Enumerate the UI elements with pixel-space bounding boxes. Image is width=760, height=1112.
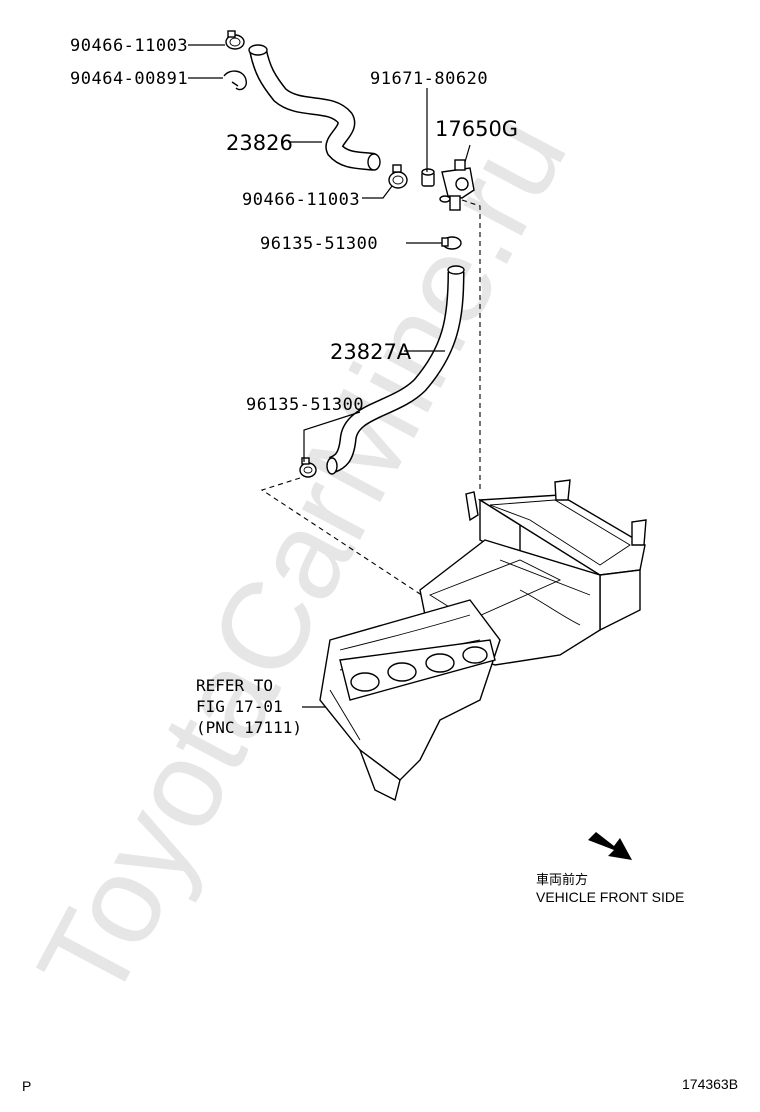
clamp-96135-51300-lower[interactable] — [299, 457, 317, 478]
callout-labels: 90466-11003 90464-00891 23826 91671-8062… — [70, 36, 518, 415]
label-91671-80620: 91671-80620 — [370, 69, 488, 89]
label-23826: 23826 — [226, 131, 293, 155]
label-90466-11003-top: 90466-11003 — [70, 36, 188, 56]
front-direction-english: VEHICLE FRONT SIDE — [536, 889, 684, 905]
clamp-96135-51300-upper[interactable] — [441, 236, 462, 250]
front-direction-japanese: 車両前方 — [536, 872, 588, 888]
arrow-down-right-icon — [588, 832, 632, 860]
label-90466-11003-mid: 90466-11003 — [242, 190, 360, 210]
hose-23826[interactable] — [248, 44, 381, 171]
refer-note: REFER TO FIG 17-01 (PNC 17111) — [196, 676, 302, 737]
footer-left: P — [22, 1078, 31, 1094]
label-90464-00891: 90464-00891 — [70, 69, 188, 89]
clamp-90466-11003-mid[interactable] — [388, 164, 408, 189]
label-96135-51300-lower: 96135-51300 — [246, 395, 364, 415]
assembly-dashed-lines — [260, 199, 491, 641]
label-96135-51300-upper: 96135-51300 — [260, 234, 378, 254]
front-direction-indicator: 車両前方 VEHICLE FRONT SIDE — [536, 832, 684, 905]
bolt-91671-80620[interactable] — [421, 168, 435, 187]
manifold-flange — [339, 639, 496, 701]
footer-figure-id: 174363B — [682, 1076, 738, 1092]
hose-23827A[interactable] — [326, 265, 465, 475]
clamp-90466-11003-top[interactable] — [225, 30, 245, 50]
vsv-valve-17650G[interactable] — [439, 159, 475, 211]
intake-manifold[interactable] — [319, 479, 647, 802]
refer-note-line-1: REFER TO — [196, 676, 273, 695]
clamp-90464-00891[interactable] — [223, 70, 248, 91]
refer-note-line-2: FIG 17-01 — [196, 697, 283, 716]
refer-note-line-3: (PNC 17111) — [196, 718, 302, 737]
leader-lines — [188, 44, 471, 708]
label-17650G: 17650G — [435, 117, 518, 141]
label-23827A: 23827A — [330, 340, 412, 364]
